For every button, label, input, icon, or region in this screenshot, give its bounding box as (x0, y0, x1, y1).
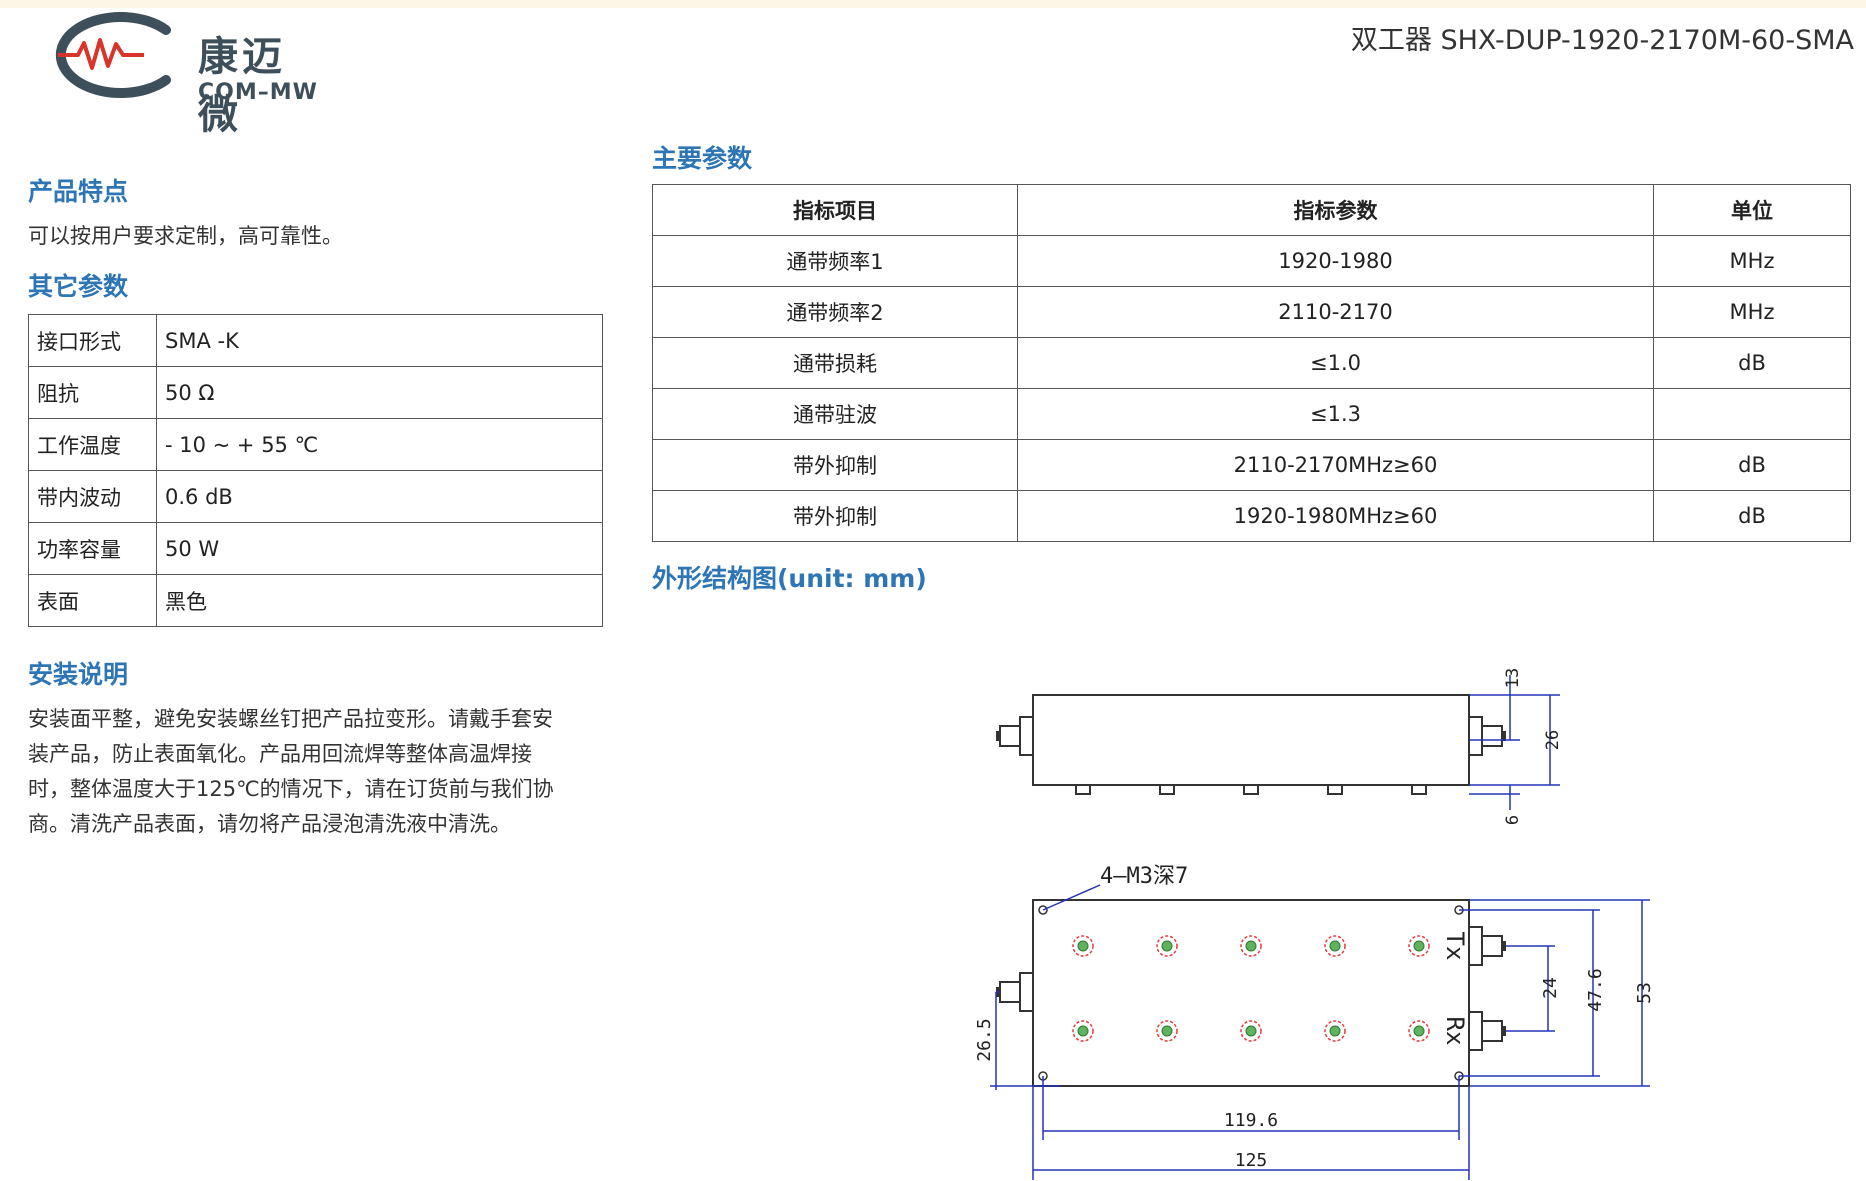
dimension-26-label: 26 (1543, 730, 1563, 750)
table-row: 接口形式 SMA -K (28, 314, 603, 367)
table-row: 通带损耗 ≤1.0 dB (652, 337, 1851, 389)
dimension-53-label: 53 (1634, 982, 1655, 1004)
dimension-24-label: 24 (1540, 977, 1561, 999)
install-line: 时，整体温度大于125℃的情况下，请在订货前与我们协 (28, 777, 554, 801)
main-params-table: 指标项目 指标参数 单位 通带频率1 1920-1980 MHz 通带频率2 2… (652, 184, 1851, 542)
main-params-heading: 主要参数 (652, 144, 753, 173)
top-view: Tx Rx 4—M3深7 47.6 (974, 864, 1655, 1180)
table-cell: 2110-2170MHz≥60 (1017, 439, 1654, 491)
table-row: 阻抗 50 Ω (28, 366, 603, 419)
common-port-connector-icon (996, 972, 1034, 1012)
table-row: 带外抑制 1920-1980MHz≥60 dB (652, 490, 1851, 542)
dimension-47-6-label: 47.6 (1585, 968, 1606, 1011)
column-header: 指标项目 (652, 184, 1018, 236)
column-header: 单位 (1653, 184, 1851, 236)
dimension-125-label: 125 (1235, 1150, 1268, 1171)
param-value: - 10 ~ + 55 ℃ (156, 418, 603, 471)
table-cell: 通带损耗 (652, 337, 1018, 389)
features-heading: 产品特点 (28, 177, 129, 206)
hole-note-leader (1042, 884, 1101, 911)
param-value: 黑色 (156, 574, 603, 627)
logo-english-name: COM–MW (198, 80, 318, 105)
logo-chinese-name: 康迈微 (198, 34, 286, 138)
param-name: 接口形式 (28, 314, 157, 367)
logo-mark-icon (55, 12, 171, 98)
table-cell: dB (1653, 337, 1851, 389)
other-params-table: 接口形式 SMA -K 阻抗 50 Ω 工作温度 - 10 ~ + 55 ℃ 带… (28, 314, 603, 627)
table-row: 通带频率2 2110-2170 MHz (652, 286, 1851, 338)
table-row: 工作温度 - 10 ~ + 55 ℃ (28, 418, 603, 471)
document-title: 双工器 SHX-DUP-1920-2170M-60-SMA (1350, 25, 1854, 56)
rx-port-label: Rx (1441, 1017, 1469, 1046)
table-cell: 1920-1980 (1017, 235, 1654, 287)
tx-port-label: Tx (1441, 932, 1469, 961)
mounting-feet (1075, 784, 1427, 795)
table-cell (1653, 388, 1851, 440)
table-cell: dB (1653, 439, 1851, 491)
column-header: 指标参数 (1017, 184, 1654, 236)
table-row: 带内波动 0.6 dB (28, 470, 603, 523)
param-name: 表面 (28, 574, 157, 627)
top-view-body (1032, 899, 1470, 1087)
table-cell: 1920-1980MHz≥60 (1017, 490, 1654, 542)
table-cell: 通带频率2 (652, 286, 1018, 338)
side-view: 13 26 6 (996, 668, 1563, 825)
param-name: 带内波动 (28, 470, 157, 523)
table-cell: 2110-2170 (1017, 286, 1654, 338)
outline-drawing: 13 26 6 (974, 668, 1655, 1180)
table-row: 通带频率1 1920-1980 MHz (652, 235, 1851, 287)
features-text: 可以按用户要求定制，高可靠性。 (28, 224, 343, 248)
table-cell: dB (1653, 490, 1851, 542)
dimension-119-6-label: 119.6 (1224, 1110, 1278, 1131)
param-value: 50 Ω (156, 366, 603, 419)
table-row: 通带驻波 ≤1.3 (652, 388, 1851, 440)
table-row: 表面 黑色 (28, 574, 603, 627)
param-value: 50 W (156, 522, 603, 575)
connector-icon (1468, 716, 1506, 756)
install-line: 安装面平整，避免安装螺丝钉把产品拉变形。请戴手套安 (28, 707, 553, 731)
param-name: 功率容量 (28, 522, 157, 575)
dimension-6-label: 6 (1503, 815, 1523, 825)
dimension-26-5-label: 26.5 (974, 1018, 995, 1061)
install-line: 商。清洗产品表面，请勿将产品浸泡清洗液中清洗。 (28, 812, 511, 836)
table-cell: 通带驻波 (652, 388, 1018, 440)
dimension-13-label: 13 (1503, 668, 1523, 688)
table-cell: ≤1.3 (1017, 388, 1654, 440)
install-heading: 安装说明 (28, 660, 129, 689)
company-logo: 康迈微 COM–MW (26, 10, 326, 138)
table-cell: 带外抑制 (652, 490, 1018, 542)
param-value: 0.6 dB (156, 470, 603, 523)
table-cell: 带外抑制 (652, 439, 1018, 491)
table-cell: 通带频率1 (652, 235, 1018, 287)
side-view-body (1032, 694, 1470, 786)
other-params-heading: 其它参数 (28, 272, 129, 301)
top-bar (0, 0, 1866, 8)
param-name: 工作温度 (28, 418, 157, 471)
connector-icon (996, 716, 1034, 756)
install-text: 安装面平整，避免安装螺丝钉把产品拉变形。请戴手套安 装产品，防止表面氧化。产品用… (28, 702, 554, 842)
table-cell: MHz (1653, 235, 1851, 287)
param-name: 阻抗 (28, 366, 157, 419)
top-dimension-lines (990, 899, 1650, 1180)
rx-connector-icon (1468, 1011, 1506, 1051)
table-cell: ≤1.0 (1017, 337, 1654, 389)
table-cell: MHz (1653, 286, 1851, 338)
param-value: SMA -K (156, 314, 603, 367)
table-header-row: 指标项目 指标参数 单位 (652, 184, 1851, 236)
side-dimension-lines (1469, 675, 1560, 810)
hole-note-label: 4—M3深7 (1100, 864, 1188, 889)
tuning-screws (1072, 935, 1430, 1042)
table-row: 功率容量 50 W (28, 522, 603, 575)
install-line: 装产品，防止表面氧化。产品用回流焊等整体高温焊接 (28, 742, 532, 766)
table-row: 带外抑制 2110-2170MHz≥60 dB (652, 439, 1851, 491)
drawing-heading: 外形结构图(unit: mm) (652, 564, 927, 593)
tx-connector-icon (1468, 926, 1506, 966)
